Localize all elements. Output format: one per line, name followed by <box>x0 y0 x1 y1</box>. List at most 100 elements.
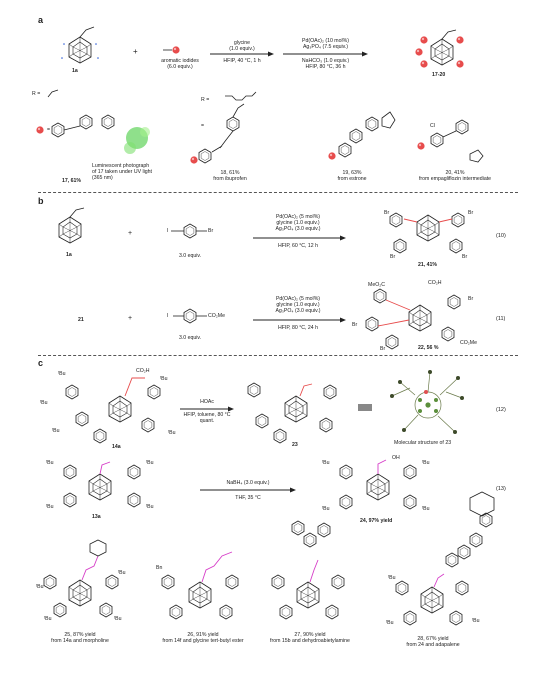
derivative-28 <box>395 491 495 626</box>
b-start-1a: 1a <box>66 252 72 258</box>
b-r2-catalyst: Pd(OAc)₂ (5 mol%) <box>275 296 321 302</box>
b-r2-oxidant: Ag₃PO₄ (3.0 equiv.) <box>275 308 321 314</box>
c-14a-tbu-3: ᵗBu <box>40 400 48 406</box>
c-r1-conditions: HFIP, toluene, 80 °C <box>183 412 231 418</box>
xray-caption: Molecular structure of 23 <box>394 440 452 446</box>
c-24-tbu-3: ᵗBu <box>322 506 330 512</box>
product-25-yield: 25, 87% yield <box>64 632 96 638</box>
c-13a-tbu-1: ᵗBu <box>46 460 54 466</box>
separator-ab <box>38 192 518 193</box>
b-22-meo2c: MeO₂C <box>368 282 386 288</box>
c-14a-tbu-4: ᵗBu <box>52 428 60 434</box>
compound-19-yield: 19, 63% <box>342 170 362 176</box>
svg-text:+: + <box>128 315 132 322</box>
step1-reagent: glycine <box>233 40 251 46</box>
c-25-tbu-4: ᵗBu <box>114 616 122 622</box>
product-28-source: from 24 and adapalene <box>406 642 460 648</box>
c-28-tbu-2: ᵗBu <box>386 620 394 626</box>
b-22-co2me: CO₂Me <box>460 340 478 346</box>
step2-base: NaHCO₃ (1.0 equiv.) <box>301 58 350 64</box>
product-17-20-label: 17-20 <box>432 72 446 78</box>
carborane-1a <box>68 36 92 64</box>
photo-caption-3: (365 nm) <box>92 175 113 181</box>
c-24-oh: OH <box>392 455 400 461</box>
product-22-yield: 22, 56 % <box>418 345 439 351</box>
step1-conditions: HFIP, 40 °C, 1 h <box>223 58 261 64</box>
equation-10: (10) <box>496 233 506 239</box>
product-21-yield: 21, 41% <box>418 262 438 268</box>
b-22-co2h: CO₂H <box>428 280 442 286</box>
c-25-tbu-1: ᵗBu <box>36 584 44 590</box>
compound-18-yield: 18, 61% <box>220 170 240 176</box>
panel-a-graphics: + <box>36 26 484 164</box>
compound-20-source: from empagliflozin intermediate <box>418 176 492 182</box>
b-r1-catalyst: Pd(OAc)₂ (5 mol%) <box>275 214 321 220</box>
b-21-br-3: Br <box>390 254 396 260</box>
b-iodo-label-2: I <box>167 313 169 319</box>
b-22-br-2: Br <box>352 322 358 328</box>
b-r1-conditions: HFIP, 60 °C, 12 h <box>277 243 319 249</box>
product-26-source: from 14f and glycine tert-butyl ester <box>162 638 244 644</box>
derivative-26 <box>161 551 239 620</box>
b-r2-conditions: HFIP, 80 °C, 24 h <box>277 325 319 331</box>
c-r1-yield: quant. <box>199 418 215 424</box>
panel-b-graphics: + + <box>58 207 465 350</box>
product-28-yield: 28, 67% yield <box>417 636 449 642</box>
c-24-tbu-4: ᵗBu <box>422 506 430 512</box>
r-group-definition-label-2: R = <box>201 97 210 103</box>
svg-text:+: + <box>133 47 138 56</box>
product-24-yield: 24, 97% yield <box>360 518 393 524</box>
luminescence-photo-glow <box>124 127 150 154</box>
svg-text:+: + <box>128 230 132 237</box>
b-r1-oxidant: Ag₃PO₄ (3.0 equiv.) <box>275 226 321 232</box>
r-group-definition-label: R = <box>32 91 41 97</box>
carborane-product-17-20 <box>430 38 454 66</box>
b-reagent-equiv-2: 3.0 equiv. <box>178 335 202 341</box>
c-25-tbu-2: ᵗBu <box>118 570 126 576</box>
b-21-br-2: Br <box>468 210 474 216</box>
compound-1a-label: 1a <box>72 68 78 74</box>
compound-20-yield: 20, 41% <box>445 170 465 176</box>
panel-c-graphics <box>43 370 495 626</box>
photo-caption-1: Luminescent photograph <box>92 163 150 169</box>
product-27-yield: 27, 90% yield <box>294 632 326 638</box>
b-r2-ligand: glycine (1.0 equiv.) <box>276 302 320 308</box>
b-co2me-label: CO₂Me <box>208 313 226 319</box>
c-24-tbu-1: ᵗBu <box>322 460 330 466</box>
b-22-br-3: Br <box>380 346 386 352</box>
step1-reagent-equiv: (1.0 equiv.) <box>229 46 255 52</box>
equation-12: (12) <box>496 407 506 413</box>
c-r2-conditions: THF, 35 °C <box>235 495 261 501</box>
c-14a-tbu-1: ᵗBu <box>58 371 66 377</box>
equation-11: (11) <box>496 316 506 322</box>
c-28-tbu-3: ᵗBu <box>472 618 480 624</box>
product-25-source: from 14a and morpholine <box>51 638 109 644</box>
c-14a-co2h: CO₂H <box>136 368 150 374</box>
c-13a-tbu-3: ᵗBu <box>46 504 54 510</box>
a-20-cl: Cl <box>430 123 435 129</box>
b-bromo-label: Br <box>208 228 214 234</box>
aryl-group-definition-label-2: = <box>201 123 205 129</box>
b-22-br-1: Br <box>468 296 474 302</box>
c-26-bn: Bn <box>156 565 163 571</box>
b-reagent-equiv-1: 3.0 equiv. <box>178 253 202 259</box>
xray-structure-23 <box>390 370 464 434</box>
step2-conditions: HFIP, 80 °C, 36 h <box>305 64 346 70</box>
c-25-tbu-3: ᵗBu <box>44 616 52 622</box>
c-24-tbu-2: ᵗBu <box>422 460 430 466</box>
c-14a-tbu-5: ᵗBu <box>168 430 176 436</box>
derivative-25 <box>43 539 119 618</box>
product-27-source: from 15b and dehydroabietylamine <box>270 638 350 644</box>
step2-oxidant: Ag₃PO₄ (7.5 equiv.) <box>302 44 349 50</box>
c-r1-acid: HOAc <box>200 399 214 405</box>
c-start-13a: 13a <box>92 514 101 520</box>
compound-18-source: from ibuprofen <box>213 176 247 182</box>
b-start-21: 21 <box>78 317 84 323</box>
panel-label-a: a <box>38 15 44 25</box>
b-21-br-4: Br <box>462 254 468 260</box>
aryl-iodide-label: aromatic iodides <box>161 58 199 64</box>
b-iodo-label: I <box>167 228 169 234</box>
b-21-br-1: Br <box>384 210 390 216</box>
equation-13: (13) <box>496 486 506 492</box>
